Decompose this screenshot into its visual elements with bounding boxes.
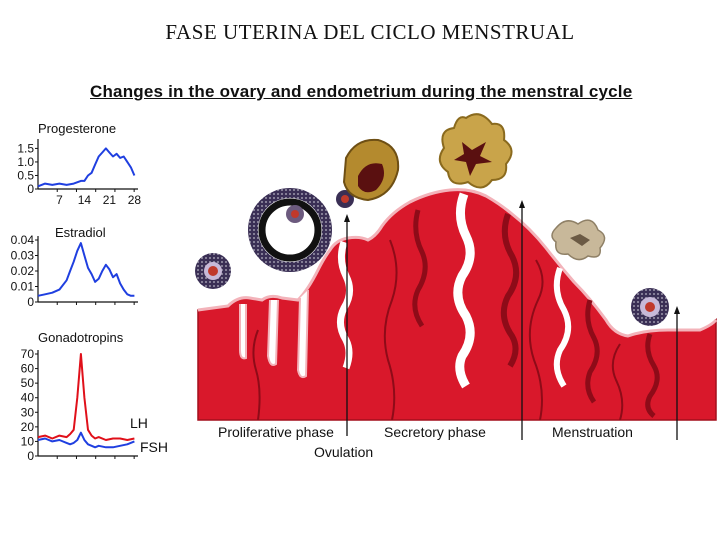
fsh-series-line — [38, 433, 134, 448]
y-tick-label: 1.5 — [17, 141, 34, 155]
x-tick-label: 28 — [128, 193, 142, 207]
y-tick-label: 0.02 — [11, 264, 35, 278]
x-tick-label: 14 — [78, 193, 92, 207]
ovulation-label: Ovulation — [314, 444, 373, 460]
y-tick-label: 60 — [21, 362, 35, 376]
y-tick-label: 1.0 — [17, 155, 34, 169]
lh-series-line — [38, 354, 134, 440]
y-tick-label: 0 — [27, 182, 34, 196]
secretory-phase-label: Secretory phase — [384, 424, 486, 440]
y-tick-label: 50 — [21, 376, 35, 390]
hormone-charts: Progesterone Estradiol Gonadotropins 1.5… — [11, 121, 168, 463]
y-tick-label: 0.01 — [11, 280, 35, 294]
x-tick-label: 21 — [103, 193, 117, 207]
y-tick-label: 40 — [21, 391, 35, 405]
estradiol-chart: 0.04 0.030.02 0.010 — [11, 233, 138, 309]
progesterone-series-line — [38, 148, 134, 186]
y-tick-label: 0.04 — [11, 233, 35, 247]
follicle-icon — [631, 288, 669, 326]
ovulation-marker-arrow — [344, 214, 350, 222]
y-tick-label: 70 — [21, 347, 35, 361]
fsh-series-label: FSH — [140, 439, 168, 455]
corpus-luteum-icon — [344, 140, 398, 200]
y-tick-label: 0 — [27, 295, 34, 309]
progesterone-chart: 1.51.00.50 7 14 21 28 — [17, 139, 141, 207]
y-tick-label: 20 — [21, 420, 35, 434]
x-tick-label: 7 — [56, 193, 63, 207]
graafian-follicle-icon — [248, 188, 332, 272]
progesterone-title: Progesterone — [38, 121, 116, 136]
y-tick-label: 30 — [21, 405, 35, 419]
y-tick-label: 0 — [27, 449, 34, 463]
gland — [268, 300, 278, 365]
lh-series-label: LH — [130, 415, 148, 431]
proliferative-phase-label: Proliferative phase — [218, 424, 334, 440]
y-tick-label: 0.5 — [17, 168, 34, 182]
follicle-icon — [195, 253, 231, 289]
gland — [240, 304, 246, 358]
menstruation-end-arrow — [674, 306, 680, 314]
estradiol-series-line — [38, 243, 134, 296]
gland — [298, 290, 308, 377]
y-tick-label: 0.03 — [11, 249, 35, 263]
menstruation-label: Menstruation — [552, 424, 633, 440]
y-tick-label: 10 — [21, 434, 35, 448]
secretory-end-arrow — [519, 200, 525, 208]
estradiol-title: Estradiol — [55, 225, 106, 240]
corpus-albicans-icon — [552, 220, 605, 259]
gonadotropins-title: Gonadotropins — [38, 330, 124, 345]
corpus-luteum-mature-icon — [440, 114, 512, 187]
